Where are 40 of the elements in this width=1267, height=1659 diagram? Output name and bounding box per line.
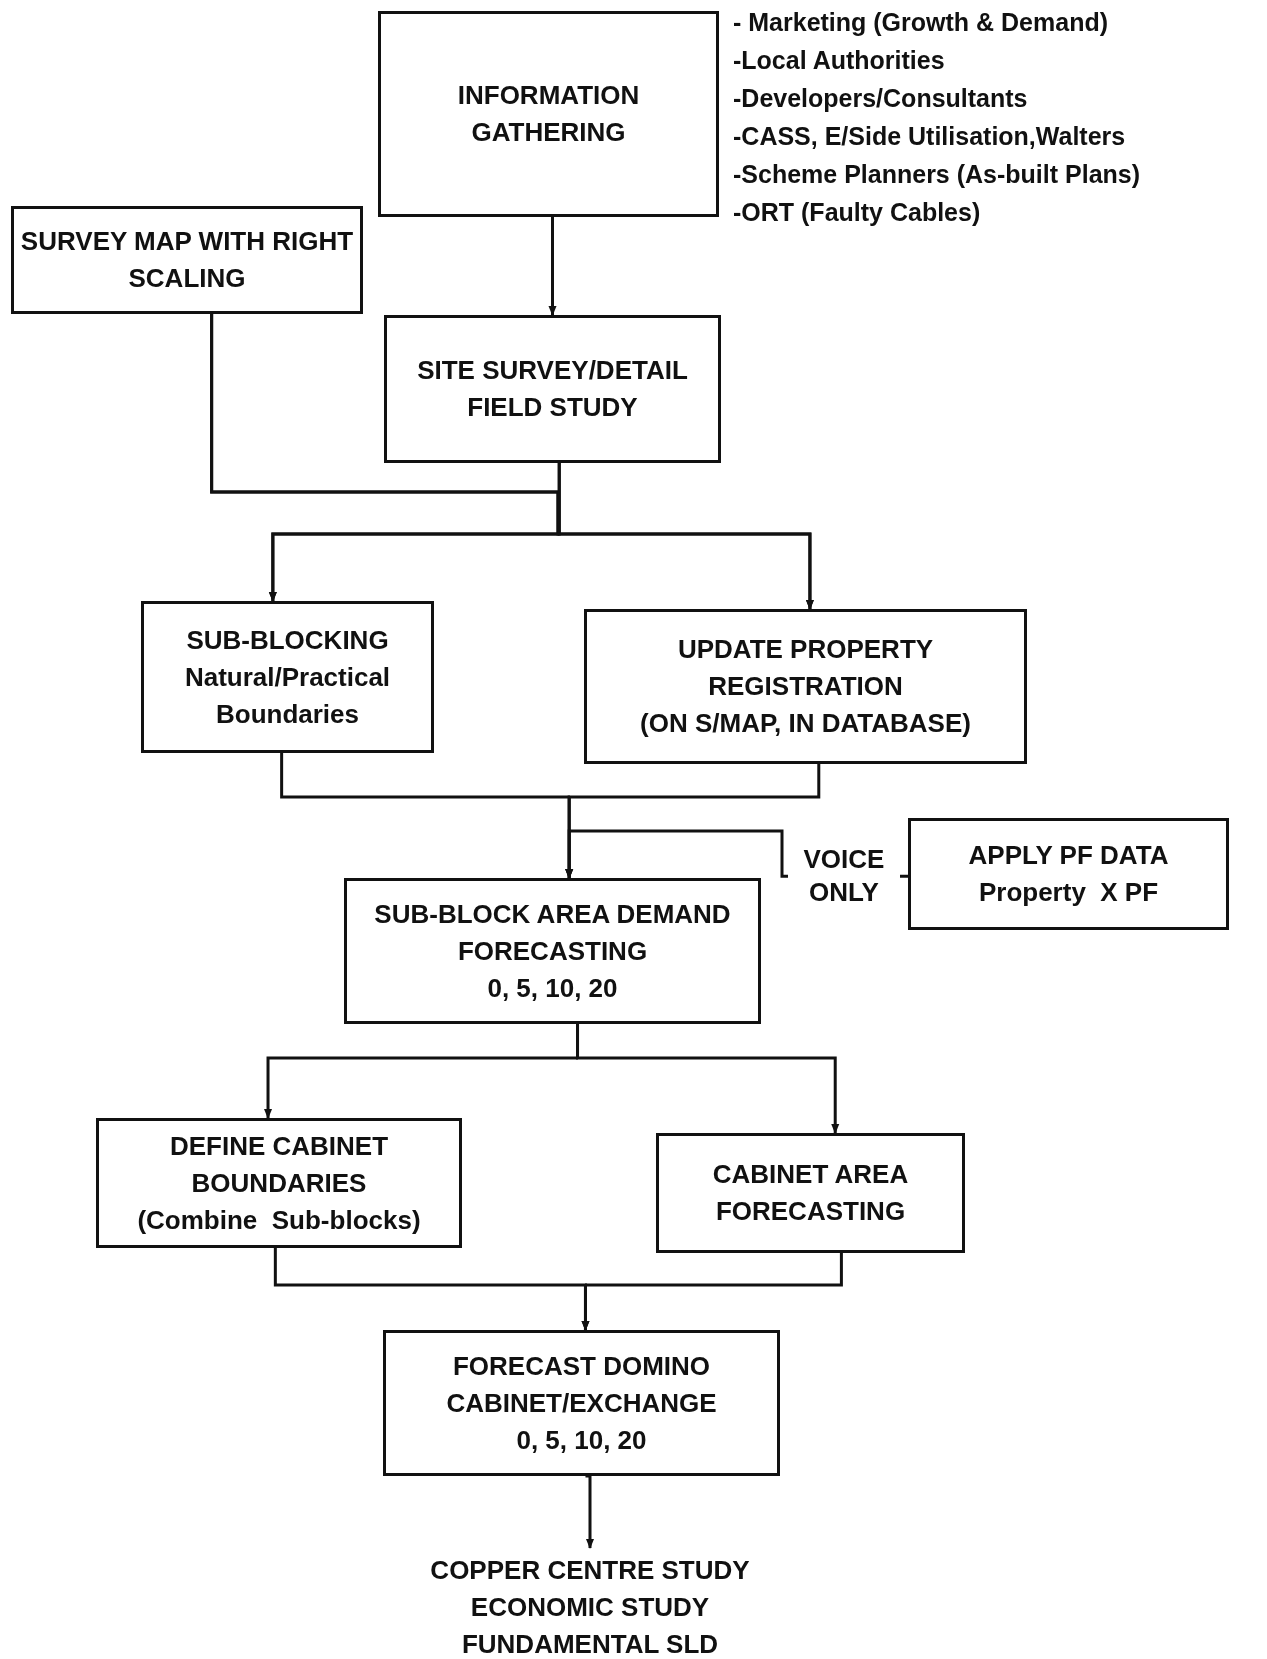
box-text: 0, 5, 10, 20 xyxy=(516,1423,647,1457)
process-box xyxy=(584,609,1027,764)
connector-arrow xyxy=(581,1253,843,1331)
box-text: (ON S/MAP, IN DATABASE) xyxy=(640,707,971,740)
process-box xyxy=(11,206,363,314)
box-text: SURVEY MAP WITH RIGHT SCALING xyxy=(20,225,354,295)
list-item-text: -Scheme Planners (As-built Plans) xyxy=(733,159,1141,190)
box-text: FUNDAMENTAL SLD xyxy=(461,1628,719,1659)
box-text: SUB-BLOCKING xyxy=(186,623,389,657)
process-box xyxy=(378,11,719,217)
box-text: Natural/Practical Boundaries xyxy=(183,660,392,731)
box-text: INFORMATION GATHERING xyxy=(456,79,641,149)
box-text: FORECAST DOMINO CABINET/EXCHANGE xyxy=(445,1349,718,1420)
box-text: 0, 5, 10, 20 xyxy=(487,971,618,1005)
box-text: UPDATE PROPERTY REGISTRATION xyxy=(676,633,935,703)
process-box xyxy=(344,878,761,1024)
list-item-text: -CASS, E/Side Utilisation,Walters xyxy=(733,121,1127,152)
process-box xyxy=(96,1118,462,1248)
box-text: CABINET AREA FORECASTING xyxy=(711,1158,910,1228)
connector-arrow xyxy=(576,1024,840,1134)
process-box xyxy=(141,601,434,753)
list-item-text: -ORT (Faulty Cables) xyxy=(733,197,982,228)
box-text: Property X PF xyxy=(978,876,1159,909)
box-text: DEFINE CABINET BOUNDARIES xyxy=(168,1129,390,1200)
list-item-text: - Marketing (Growth & Demand) xyxy=(733,7,1109,38)
list-item-text: -Local Authorities xyxy=(733,45,946,76)
connector-arrow xyxy=(556,463,814,610)
process-box xyxy=(383,1330,780,1476)
list-item-text: -Developers/Consultants xyxy=(733,83,1029,114)
connector-arrow xyxy=(585,1474,594,1549)
box-text: SITE SURVEY/DETAIL FIELD STUDY xyxy=(416,354,689,424)
box-text: COPPER CENTRE STUDY xyxy=(430,1554,750,1587)
box-text: ECONOMIC STUDY xyxy=(470,1591,710,1624)
process-box xyxy=(908,818,1229,930)
box-text: (Combine Sub-blocks) xyxy=(137,1203,421,1237)
process-box xyxy=(656,1133,965,1253)
process-box xyxy=(384,315,721,463)
connector-arrow xyxy=(548,215,557,316)
box-text: APPLY PF DATA xyxy=(968,839,1169,872)
box-text: SUB-BLOCK AREA DEMAND FORECASTING xyxy=(373,897,732,968)
